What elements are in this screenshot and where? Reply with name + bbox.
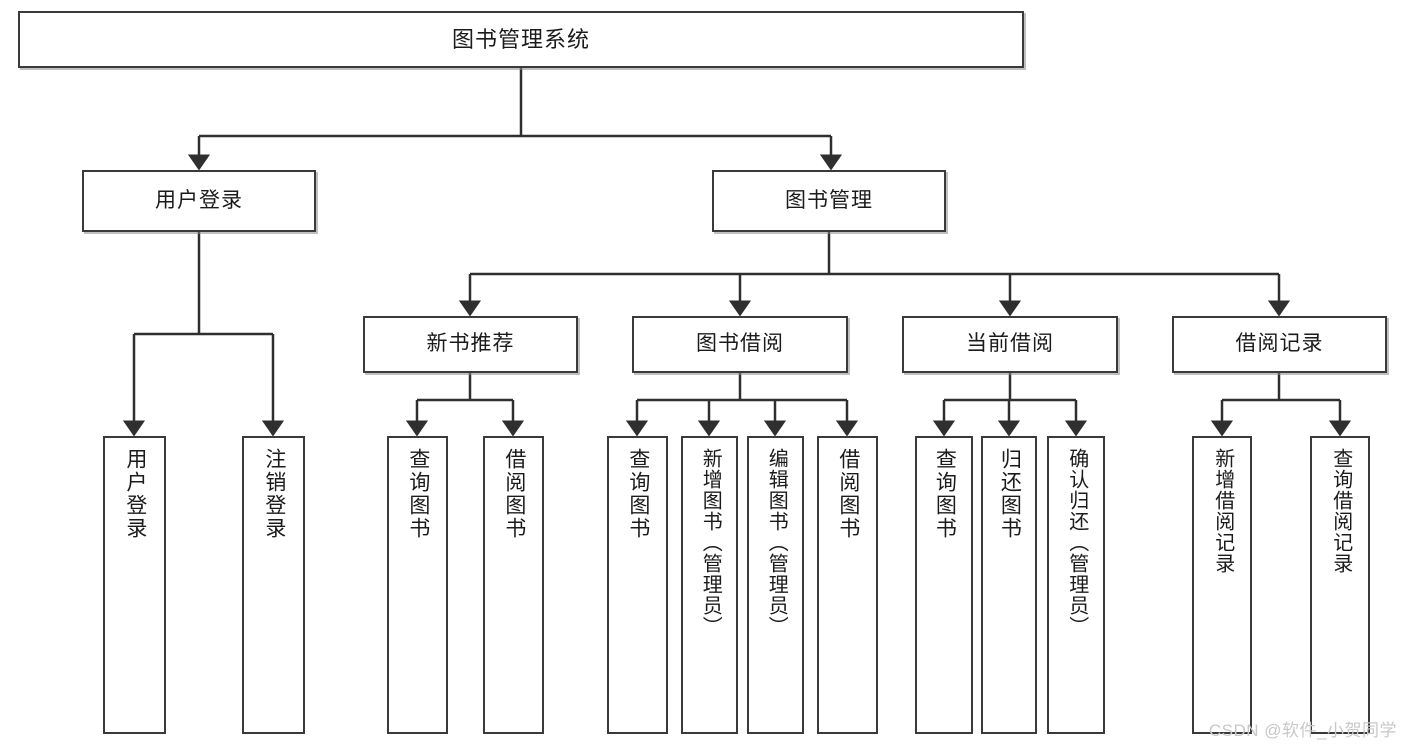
node-book-borrow-label: 图书借阅 — [696, 332, 784, 356]
leaf-new-borrow-book[interactable]: 借阅图书 — [483, 436, 544, 734]
leaf-new-borrow-book-label: 借阅图书 — [502, 448, 526, 540]
leaf-borrow-book[interactable]: 借阅图书 — [817, 436, 878, 734]
leaf-current-query-book-label: 查询图书 — [933, 448, 957, 540]
leaf-query-borrow-record[interactable]: 查询借阅记录 — [1310, 436, 1370, 734]
leaf-confirm-return-admin[interactable]: 确认归还（管理员） — [1047, 436, 1105, 734]
leaf-add-borrow-record[interactable]: 新增借阅记录 — [1192, 436, 1252, 734]
leaf-add-book-admin[interactable]: 新增图书（管理员） — [681, 436, 738, 734]
leaf-user-logout-label: 注销登录 — [262, 448, 286, 540]
leaf-current-query-book[interactable]: 查询图书 — [915, 436, 973, 734]
leaf-return-book[interactable]: 归还图书 — [981, 436, 1037, 734]
leaf-confirm-return-admin-label: 确认归还（管理员） — [1065, 448, 1088, 637]
node-user-login-label: 用户登录 — [155, 188, 243, 212]
leaf-add-book-admin-label: 新增图书（管理员） — [699, 448, 722, 637]
leaf-borrow-query-book-label: 查询图书 — [626, 448, 650, 540]
node-book-management[interactable]: 图书管理 — [712, 170, 946, 232]
leaf-user-login-label: 用户登录 — [123, 448, 147, 540]
leaf-return-book-label: 归还图书 — [998, 448, 1022, 540]
node-new-book-recommend[interactable]: 新书推荐 — [363, 316, 578, 373]
leaf-user-logout[interactable]: 注销登录 — [242, 436, 305, 734]
node-borrow-record[interactable]: 借阅记录 — [1172, 316, 1387, 373]
node-book-borrow[interactable]: 图书借阅 — [632, 316, 848, 373]
leaf-edit-book-admin-label: 编辑图书（管理员） — [765, 448, 788, 637]
leaf-user-login[interactable]: 用户登录 — [103, 436, 166, 734]
leaf-borrow-query-book[interactable]: 查询图书 — [607, 436, 668, 734]
leaf-edit-book-admin[interactable]: 编辑图书（管理员） — [747, 436, 804, 734]
node-root[interactable]: 图书管理系统 — [18, 11, 1024, 68]
leaf-add-borrow-record-label: 新增借阅记录 — [1211, 448, 1234, 574]
leaf-query-borrow-record-label: 查询借阅记录 — [1329, 448, 1352, 574]
csdn-watermark: CSDN @软件_小贺同学 — [1208, 721, 1397, 740]
node-borrow-record-label: 借阅记录 — [1235, 332, 1324, 356]
node-root-label: 图书管理系统 — [451, 26, 590, 52]
node-new-book-recommend-label: 新书推荐 — [426, 332, 515, 356]
node-book-management-label: 图书管理 — [785, 188, 873, 212]
node-current-borrow[interactable]: 当前借阅 — [902, 316, 1118, 373]
node-current-borrow-label: 当前借阅 — [966, 332, 1054, 356]
leaf-borrow-book-label: 借阅图书 — [836, 448, 860, 540]
leaf-new-query-book-label: 查询图书 — [406, 448, 430, 540]
node-user-login[interactable]: 用户登录 — [82, 170, 316, 232]
leaf-new-query-book[interactable]: 查询图书 — [387, 436, 448, 734]
